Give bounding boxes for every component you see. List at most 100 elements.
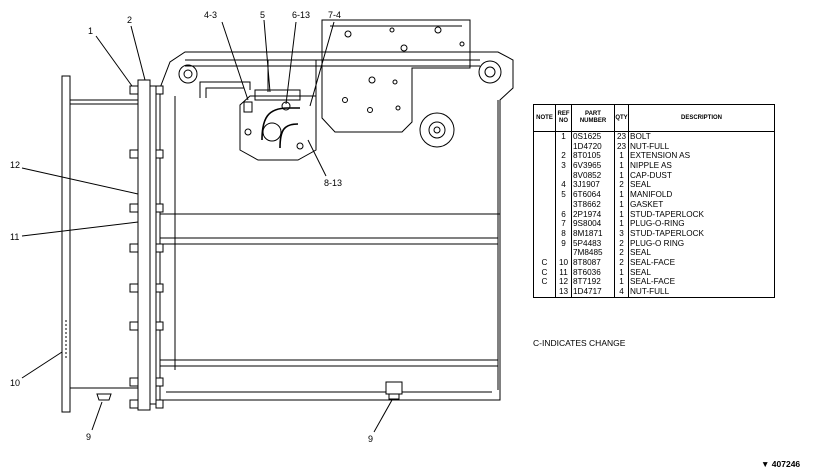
cell-desc: SEAL bbox=[628, 267, 775, 278]
header-note: NOTE bbox=[533, 104, 556, 132]
cell-qty: 1 bbox=[614, 219, 629, 229]
cell-qty: 1 bbox=[614, 170, 629, 181]
cell-part: 2P1974 bbox=[571, 209, 615, 220]
cell-note: C bbox=[533, 277, 556, 287]
cell-qty: 1 bbox=[614, 277, 629, 287]
cell-ref: 2 bbox=[555, 151, 572, 162]
callout-1: 1 bbox=[88, 26, 93, 36]
cell-part: 8M1871 bbox=[571, 228, 615, 239]
cell-desc: GASKET bbox=[628, 199, 775, 210]
cell-desc: SEAL-FACE bbox=[628, 257, 775, 268]
cell-ref: 4 bbox=[555, 180, 572, 191]
plug-left bbox=[96, 393, 112, 401]
cell-desc: SEAL bbox=[628, 180, 775, 191]
cell-note bbox=[533, 209, 556, 220]
cell-note: C bbox=[533, 257, 556, 268]
parts-table: NOTE REF NO PART NUMBER QTY DESCRIPTION … bbox=[533, 104, 775, 298]
drawing-number-text: 407246 bbox=[771, 459, 801, 469]
parts-table-header: NOTE REF NO PART NUMBER QTY DESCRIPTION bbox=[533, 104, 775, 132]
cell-note bbox=[533, 190, 556, 200]
callout-9-left: 9 bbox=[86, 432, 91, 442]
callout-12: 12 bbox=[10, 160, 20, 170]
cell-qty: 23 bbox=[614, 131, 629, 142]
cell-note bbox=[533, 170, 556, 181]
cell-part: 1D4717 bbox=[571, 287, 615, 298]
cell-note bbox=[533, 131, 556, 142]
cell-note bbox=[533, 151, 556, 162]
cell-ref: 3 bbox=[555, 161, 572, 171]
cell-qty: 2 bbox=[614, 248, 629, 258]
round-port bbox=[419, 112, 455, 148]
cell-qty: 1 bbox=[614, 161, 629, 171]
cell-desc: SEAL bbox=[628, 248, 775, 258]
cell-part: 8T7192 bbox=[571, 277, 615, 287]
cell-desc: PLUG-O-RING bbox=[628, 219, 775, 229]
bolt-column bbox=[129, 85, 164, 409]
cell-qty: 4 bbox=[614, 287, 629, 298]
cell-note bbox=[533, 248, 556, 258]
callout-2: 2 bbox=[127, 15, 132, 25]
flange-plate bbox=[129, 79, 164, 411]
cell-desc: NUT-FULL bbox=[628, 287, 775, 298]
cell-part: 8V0852 bbox=[571, 170, 615, 181]
drawing-number: ▼ 407246 bbox=[761, 459, 801, 469]
callout-7-4: 7-4 bbox=[328, 10, 341, 20]
cell-part: 9S8004 bbox=[571, 219, 615, 229]
cell-ref: 11 bbox=[555, 267, 572, 278]
cell-note bbox=[533, 141, 556, 152]
leader-lines bbox=[21, 19, 393, 433]
cell-desc: NIPPLE AS bbox=[628, 161, 775, 171]
cell-qty: 1 bbox=[614, 209, 629, 220]
cell-desc: STUD-TAPERLOCK bbox=[628, 209, 775, 220]
cell-qty: 3 bbox=[614, 228, 629, 239]
cell-part: 6T6064 bbox=[571, 190, 615, 200]
cell-ref bbox=[555, 141, 572, 152]
header-qty: QTY bbox=[614, 104, 629, 132]
cell-part: 3T8662 bbox=[571, 199, 615, 210]
cell-note bbox=[533, 199, 556, 210]
cell-ref bbox=[555, 248, 572, 258]
cell-desc: PLUG-O RING bbox=[628, 238, 775, 249]
cell-part: 3J1907 bbox=[571, 180, 615, 191]
cell-ref: 8 bbox=[555, 228, 572, 239]
header-part: PART NUMBER bbox=[571, 104, 615, 132]
cell-part: 0S1625 bbox=[571, 131, 615, 142]
manifold-assembly bbox=[199, 60, 317, 161]
cell-ref: 9 bbox=[555, 238, 572, 249]
callout-8-13: 8-13 bbox=[324, 178, 342, 188]
cell-part: 7M8485 bbox=[571, 248, 615, 258]
cell-part: 1D4720 bbox=[571, 141, 615, 152]
cell-desc: SEAL-FACE bbox=[628, 277, 775, 287]
cell-qty: 1 bbox=[614, 190, 629, 200]
housing bbox=[159, 51, 514, 401]
cell-note bbox=[533, 287, 556, 298]
cell-ref bbox=[555, 199, 572, 210]
cell-part: 8T0105 bbox=[571, 151, 615, 162]
callout-9-bottom: 9 bbox=[368, 434, 373, 444]
cell-note bbox=[533, 219, 556, 229]
cell-part: 8T6036 bbox=[571, 267, 615, 278]
cell-note bbox=[533, 238, 556, 249]
header-desc: DESCRIPTION bbox=[628, 104, 775, 132]
callout-4-3: 4-3 bbox=[204, 10, 217, 20]
cell-ref: 13 bbox=[555, 287, 572, 298]
callout-10: 10 bbox=[10, 378, 20, 388]
